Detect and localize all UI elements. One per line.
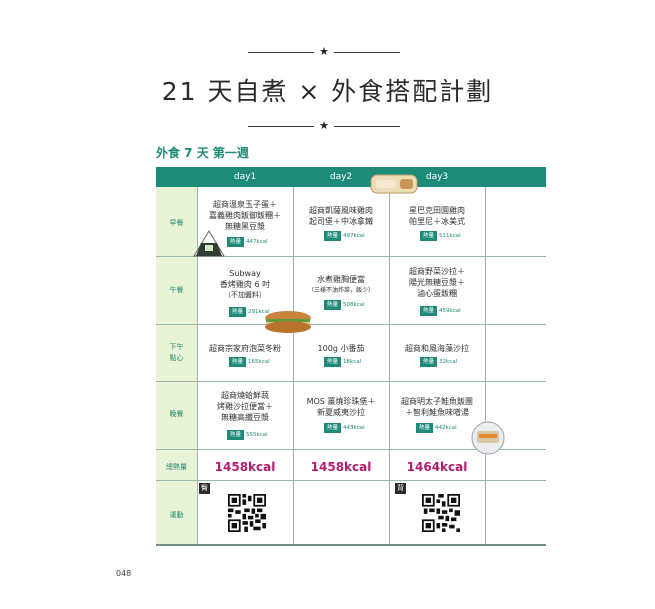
row-label-breakfast: 早餐 [169,219,184,227]
row-label-lunch: 午餐 [169,286,184,294]
meal-plan-table: day1 day2 day3 早餐 午餐 下午 點心 晚餐 總熱量 運動 超商溫… [156,167,546,546]
meal-day3-dinner: 超商明太子鮭魚飯團 ＋智利鮭魚味噌湯 [401,397,473,417]
row-label-snack: 下午 點心 [169,343,184,362]
sandwich-pack-illustration [370,174,418,194]
meal-day1-snack: 超商宗家府泡菜冬粉 [209,344,281,353]
section-subtitle: 外食 7 天 第一週 [156,146,249,160]
meal-day2-breakfast: 超商凱薩風味雞肉 起司堡＋中冰拿鐵 [309,206,373,226]
exercise-target-day1: 臀 [199,483,210,494]
row-label-total: 總熱量 [166,463,187,471]
star-icon: ★ [319,45,329,58]
meal-day2-lunch: 水煮雞胸便當 （三樣不油炸菜，飯少） [307,275,374,294]
meal-day1-lunch: Subway 香烤雞肉 6 吋 （不加醬料） [219,269,271,299]
row-label-exercise: 運動 [169,511,184,519]
meal-day3-lunch: 超商野菜沙拉＋ 陽光無糖豆漿＋ 滷心蛋飯糰 [409,267,465,298]
total-kcal-day2: 1458kcal [310,460,372,474]
day-header-3: day3 [425,172,449,182]
total-kcal-day3: 1464kcal [406,460,468,474]
qr-code-day1[interactable] [228,494,266,532]
meal-day3-snack: 超商和風海藻沙拉 [405,344,469,353]
exercise-target-day3: 背 [395,483,406,494]
meal-day3-breakfast: 星巴克田園雞肉 帕里尼＋冰美式 [409,206,465,226]
soup-bowl-illustration [471,421,505,455]
meal-day2-snack: 100g 小番茄 [317,344,365,353]
table-header [156,167,546,187]
page-number: 048 [116,569,132,578]
row-label-dinner: 晚餐 [169,410,184,418]
day-header-2: day2 [329,172,353,182]
bottom-ornament: ★ [248,119,400,132]
meal-day2-dinner: MOS 薑燒珍珠堡＋ 新夏威夷沙拉 [306,397,376,417]
row-label-column [156,187,197,546]
meal-day1-breakfast: 超商溫泉玉子蛋＋ 嘉義雞肉飯御飯糰＋ 無糖黑豆漿 [209,200,281,231]
sub-sandwich-illustration [265,311,311,333]
total-kcal-day1: 1458kcal [214,460,276,474]
page-title: 21 天自煮 × 外食搭配計劃 [161,77,494,106]
qr-code-day3[interactable] [422,494,460,532]
star-icon: ★ [319,119,329,132]
meal-day1-dinner: 超商燒蛤鮮蔬 烤雞沙拉便當＋ 無糖高纖豆漿 [217,391,273,422]
rice-ball-illustration [193,230,225,257]
top-ornament: ★ [248,45,400,58]
day-header-1: day1 [233,172,257,182]
